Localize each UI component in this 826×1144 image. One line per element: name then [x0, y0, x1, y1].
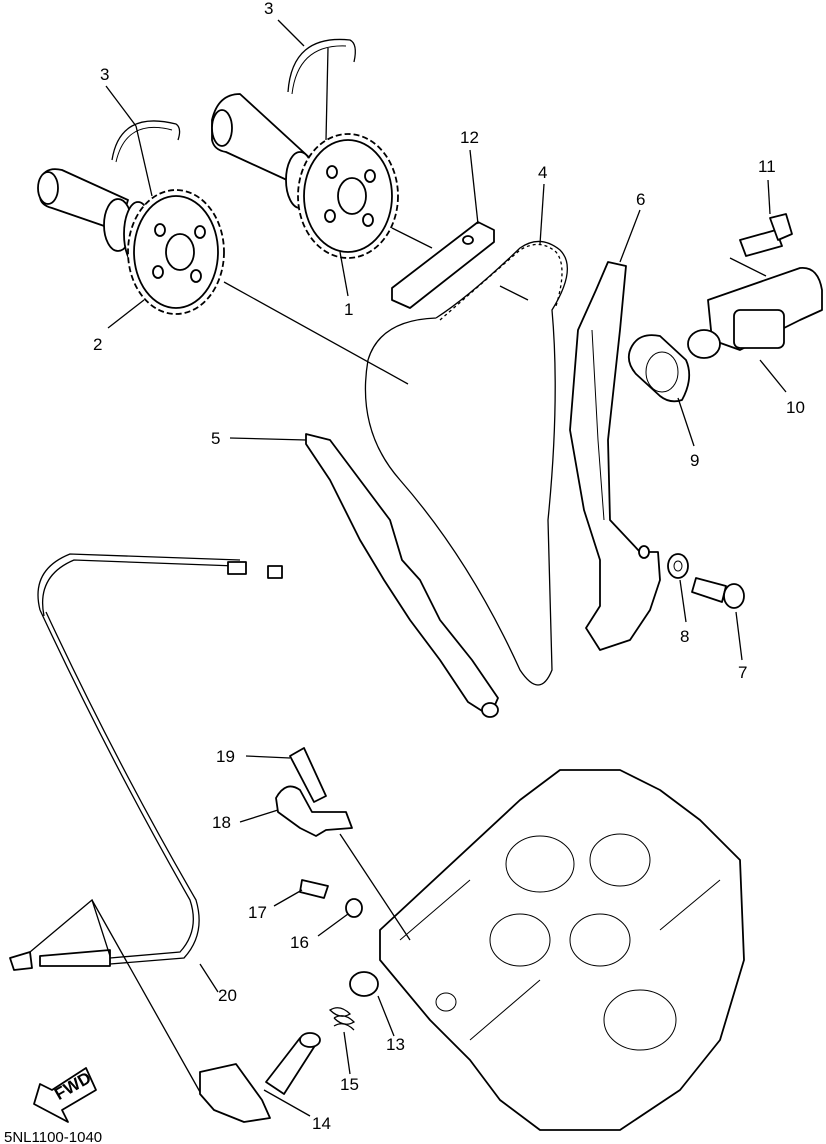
decompression-cable-part	[9, 553, 283, 971]
callout-12: 12	[460, 128, 479, 147]
callout-14: 14	[312, 1114, 331, 1133]
callout-15: 15	[340, 1075, 359, 1094]
gasket-part	[627, 334, 691, 403]
callout-5: 5	[211, 429, 220, 448]
oil-seal-part	[349, 971, 379, 997]
tensioner-bolt-part	[739, 213, 793, 257]
chain-guide-5-part	[305, 433, 499, 718]
leader-lines	[29, 19, 787, 1117]
callout-2: 2	[93, 335, 102, 354]
cylinder-head-part	[379, 769, 745, 1131]
callout-8: 8	[680, 627, 689, 646]
spring-part	[328, 1007, 356, 1031]
callout-9: 9	[690, 451, 699, 470]
lever-part	[275, 785, 353, 837]
callout-7: 7	[738, 663, 747, 682]
exhaust-cam-sprocket-part	[127, 189, 225, 315]
circlip-part-upper	[287, 38, 356, 93]
washer-16-part	[345, 898, 363, 918]
fwd-arrow-icon: FWD	[33, 1067, 97, 1123]
callout-13: 13	[386, 1035, 405, 1054]
callout-17: 17	[248, 903, 267, 922]
bolt-19-part	[289, 747, 327, 803]
callout-10: 10	[786, 398, 805, 417]
bolt-17-part	[299, 879, 329, 899]
callout-20: 20	[218, 986, 237, 1005]
intake-cam-sprocket-part	[297, 133, 399, 259]
cam-chain-part	[364, 240, 568, 686]
decompression-shaft-part	[199, 1032, 321, 1123]
callout-1: 1	[344, 300, 353, 319]
callout-3-left: 3	[100, 65, 109, 84]
callout-16: 16	[290, 933, 309, 952]
reference-code: 5NL1100-1040	[4, 1129, 102, 1144]
tensioner-part	[687, 267, 823, 359]
callout-18: 18	[212, 813, 231, 832]
callout-6: 6	[636, 190, 645, 209]
circlip-part-left	[111, 120, 181, 161]
washer-part	[667, 553, 689, 579]
chain-guide-6-part	[569, 261, 661, 651]
guide-bolt-part	[691, 577, 745, 609]
callout-3-upper: 3	[264, 0, 273, 18]
callout-11: 11	[758, 157, 776, 176]
callout-4: 4	[538, 163, 547, 182]
chain-guide-12-part	[391, 221, 495, 309]
callout-19: 19	[216, 747, 235, 766]
